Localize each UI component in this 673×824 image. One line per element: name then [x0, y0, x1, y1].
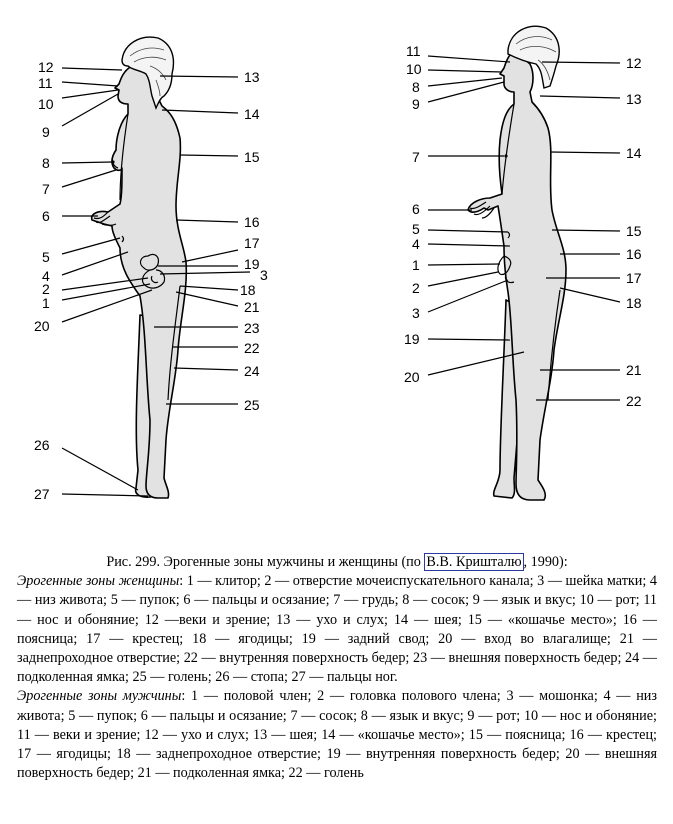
erogenous-zones-figure: 12 11 10 9 8 7 6 5 4 2 1 20 26 27 13 14 … — [34, 25, 642, 502]
male-zones-paragraph: Эрогенные зоны мужчины: 1 — половой член… — [17, 687, 657, 783]
male-label: 13 — [626, 91, 642, 107]
female-label: 14 — [244, 106, 260, 122]
female-leader-lines — [61, 67, 251, 497]
male-label: 21 — [626, 362, 642, 378]
female-zones-heading: Эрогенные зоны женщины — [17, 573, 180, 590]
female-zone-numbers: 12 11 10 9 8 7 6 5 4 2 1 20 26 27 13 14 … — [34, 59, 268, 502]
male-label: 12 — [626, 55, 642, 71]
female-zones-text: : 1 — клитор; 2 — отверстие мочеиспускат… — [17, 573, 657, 686]
female-label: 18 — [240, 282, 256, 298]
female-label: 23 — [244, 320, 260, 336]
female-label: 13 — [244, 69, 260, 85]
female-label: 21 — [244, 299, 260, 315]
male-label: 10 — [406, 61, 422, 77]
female-zones-paragraph: Эрогенные зоны женщины: 1 — клитор; 2 — … — [17, 572, 657, 687]
male-label: 20 — [404, 369, 420, 385]
male-label: 6 — [412, 201, 420, 217]
female-label: 12 — [38, 59, 54, 75]
female-silhouette — [90, 36, 188, 499]
female-label: 24 — [244, 363, 260, 379]
male-zones-text: : 1 — половой член; 2 — головка полового… — [17, 688, 657, 782]
male-label: 22 — [626, 393, 642, 409]
female-label: 5 — [42, 249, 50, 265]
male-label: 5 — [412, 221, 420, 237]
female-label: 16 — [244, 214, 260, 230]
male-label: 4 — [412, 236, 420, 252]
male-zone-numbers: 11 10 8 9 7 6 5 4 1 2 3 19 20 12 13 14 1… — [404, 43, 642, 409]
female-label: 7 — [42, 181, 50, 197]
male-silhouette — [467, 25, 567, 501]
female-label: 26 — [34, 437, 50, 453]
male-label: 8 — [412, 79, 420, 95]
male-zones-heading: Эрогенные зоны мужчины — [17, 688, 182, 705]
female-label: 22 — [244, 340, 260, 356]
female-label: 1 — [42, 295, 50, 311]
female-label: 17 — [244, 235, 260, 251]
caption-title: Рис. 299. Эрогенные зоны мужчины и женщи… — [17, 553, 657, 572]
author-link[interactable]: В.В. Кришталю — [424, 553, 524, 571]
female-label: 19 — [244, 256, 260, 272]
male-label: 9 — [412, 96, 420, 112]
caption-title-suffix: , 1990): — [523, 554, 568, 570]
female-label: 15 — [244, 149, 260, 165]
female-label: 25 — [244, 397, 260, 413]
male-label: 7 — [412, 149, 420, 165]
female-label: 9 — [42, 124, 50, 140]
male-label: 14 — [626, 145, 642, 161]
female-label: 11 — [38, 75, 53, 91]
male-label: 19 — [404, 331, 420, 347]
male-label: 1 — [412, 257, 420, 273]
male-label: 17 — [626, 270, 642, 286]
female-label: 3 — [260, 267, 268, 283]
male-label: 3 — [412, 305, 420, 321]
female-label: 10 — [38, 96, 54, 112]
male-leader-lines — [427, 55, 621, 401]
female-label: 8 — [42, 155, 50, 171]
female-label: 27 — [34, 486, 50, 502]
male-label: 11 — [406, 43, 421, 59]
female-label: 20 — [34, 318, 50, 334]
female-label: 2 — [42, 281, 50, 297]
male-label: 16 — [626, 246, 642, 262]
female-label: 4 — [42, 268, 50, 284]
male-label: 2 — [412, 280, 420, 296]
male-label: 18 — [626, 295, 642, 311]
male-label: 15 — [626, 223, 642, 239]
female-label: 6 — [42, 208, 50, 224]
caption-title-prefix: Рис. 299. Эрогенные зоны мужчины и женщи… — [106, 554, 425, 570]
figure-caption: Рис. 299. Эрогенные зоны мужчины и женщи… — [17, 553, 657, 783]
